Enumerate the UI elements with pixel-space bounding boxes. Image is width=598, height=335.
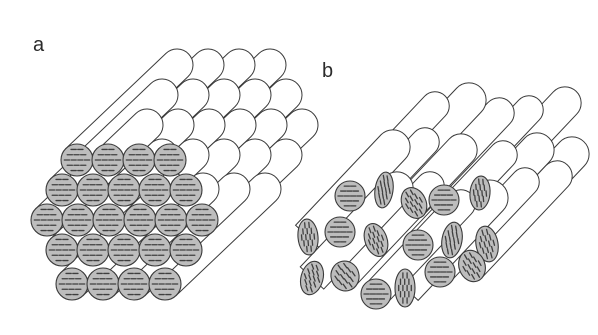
fiber-end-face bbox=[154, 144, 186, 176]
fiber-end-face bbox=[56, 268, 88, 300]
fiber-end-face bbox=[361, 279, 391, 309]
fiber-end-face bbox=[429, 185, 459, 215]
fiber-end-face bbox=[325, 217, 355, 247]
fiber-end-face bbox=[335, 181, 365, 211]
fiber-end-face bbox=[170, 234, 202, 266]
panel-label-b: b bbox=[322, 60, 333, 83]
fiber-end-face bbox=[108, 234, 140, 266]
panel-a-aligned-fibers bbox=[31, 49, 318, 300]
fiber-end-face bbox=[93, 204, 125, 236]
fiber-end-face bbox=[155, 204, 187, 236]
fiber-end-face bbox=[61, 144, 93, 176]
fiber-end-face bbox=[139, 174, 171, 206]
fiber-end-face bbox=[77, 174, 109, 206]
fiber-end-face bbox=[62, 204, 94, 236]
fiber-end-face bbox=[170, 174, 202, 206]
fiber-end-face bbox=[395, 269, 415, 307]
panel-b-misaligned-fibers bbox=[296, 83, 590, 309]
fiber-end-face bbox=[31, 204, 63, 236]
fiber-end-face bbox=[139, 234, 171, 266]
fiber-end-face bbox=[46, 174, 78, 206]
fiber-end-face bbox=[77, 234, 109, 266]
fiber-end-face bbox=[149, 268, 181, 300]
fiber-end-face bbox=[46, 234, 78, 266]
fiber-end-face bbox=[118, 268, 150, 300]
fiber-end-face bbox=[92, 144, 124, 176]
fiber-end-face bbox=[87, 268, 119, 300]
fiber-end-face bbox=[123, 144, 155, 176]
panel-label-a: a bbox=[33, 34, 44, 57]
fiber-end-face bbox=[403, 230, 433, 260]
fiber-end-face bbox=[425, 257, 455, 287]
fiber-end-face bbox=[186, 204, 218, 236]
fiber-end-face bbox=[108, 174, 140, 206]
fiber-end-face bbox=[124, 204, 156, 236]
